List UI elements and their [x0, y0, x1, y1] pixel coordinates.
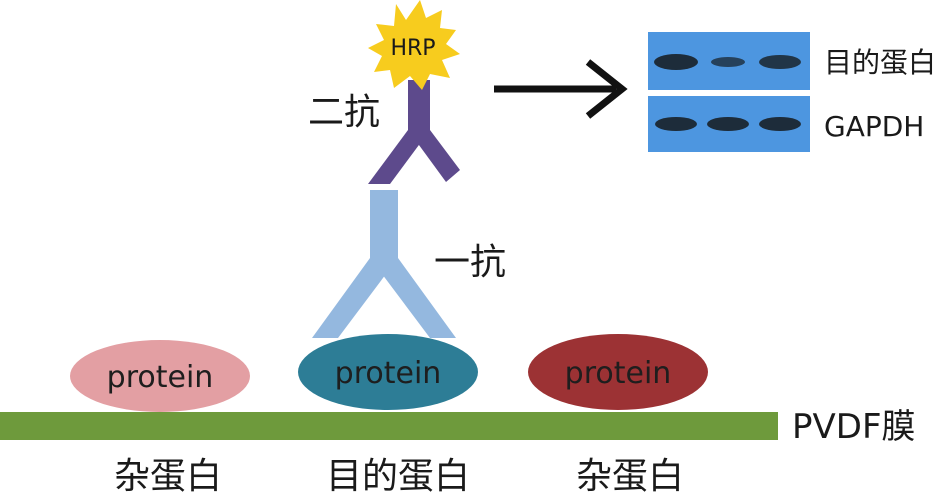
- protein-impurity-right: [528, 334, 708, 410]
- protein-label: protein: [107, 360, 214, 395]
- blot-band: [707, 117, 749, 131]
- blot-band: [655, 117, 697, 131]
- protein-label: protein: [565, 356, 672, 391]
- blot-row-label-target: 目的蛋白: [824, 46, 936, 79]
- blot-band: [759, 117, 801, 131]
- blot-band: [654, 54, 698, 70]
- arrow-right-icon: [494, 59, 628, 119]
- protein-impurity-left: [70, 340, 250, 412]
- blot-band: [711, 57, 745, 67]
- protein-kind-label: 杂蛋白: [114, 456, 222, 492]
- blot-band: [759, 55, 801, 69]
- protein-kind-label: 目的蛋白: [326, 456, 470, 492]
- hrp-label: HRP: [390, 36, 435, 61]
- primary-antibody-label: 一抗: [434, 242, 506, 283]
- blot-panel: [648, 32, 810, 152]
- protein-kind-label: 杂蛋白: [576, 456, 684, 492]
- pvdf-membrane: [0, 412, 778, 440]
- protein-target: [298, 334, 478, 410]
- protein-label: protein: [335, 356, 442, 391]
- pvdf-membrane-label: PVDF膜: [792, 407, 916, 447]
- primary-antibody: [312, 190, 456, 338]
- secondary-antibody-label: 二抗: [308, 92, 380, 133]
- hrp-burst-icon: [368, 0, 460, 90]
- blot-row-label-gapdh: GAPDH: [824, 110, 924, 143]
- secondary-antibody: [368, 80, 460, 184]
